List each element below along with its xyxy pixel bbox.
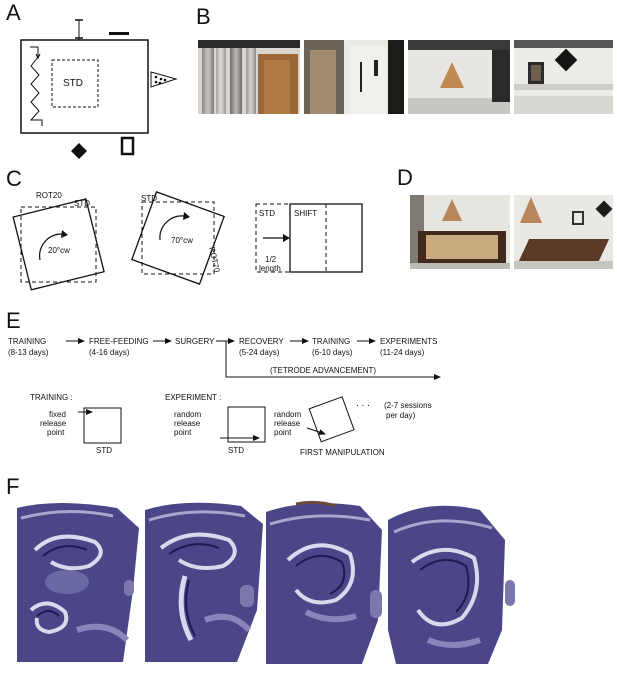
sessions-label-1: (2-7 sessions — [384, 401, 432, 410]
shift-length-word: length — [259, 264, 281, 273]
arena-photo-2 — [514, 195, 613, 269]
experiment-heading: EXPERIMENT : — [165, 393, 222, 402]
timeline-duration-4: (5-24 days) — [239, 348, 280, 357]
panel-c-diagrams — [12, 191, 363, 291]
histology-section-1 — [17, 500, 139, 662]
histology-section-3 — [266, 500, 382, 664]
training-heading: TRAINING : — [30, 393, 73, 402]
timeline-duration-5: (6-10 days) — [312, 348, 353, 357]
timeline-duration-2: (4-16 days) — [89, 348, 130, 357]
tissue-fragment — [124, 580, 134, 596]
shift-std-label: STD — [259, 209, 275, 218]
rot70-std-label: STD — [141, 194, 157, 203]
training-release-3: point — [47, 428, 65, 437]
experiment-release2-1: random — [274, 410, 302, 419]
panel-label-e: E — [6, 308, 21, 333]
arena-photo-1 — [410, 195, 510, 269]
room-photo-2 — [304, 40, 404, 114]
tissue-fragment — [240, 585, 254, 607]
rot20-std-label: STD — [74, 199, 90, 208]
histology-section-2 — [145, 500, 263, 662]
rot20-label: ROT20 — [36, 191, 62, 200]
rot20-angle-label: 20°cw — [48, 246, 70, 255]
training-release-1: fixed — [49, 410, 66, 419]
rectangle-cue-icon — [120, 136, 135, 156]
tissue-fragment — [370, 590, 382, 618]
experiment-release2-3: point — [274, 428, 292, 437]
training-release-2: release — [40, 419, 67, 428]
room-photo-4 — [514, 40, 613, 114]
zigzag-path — [29, 46, 43, 126]
continuation-dots: . . . — [356, 398, 370, 409]
timeline-title-4: RECOVERY — [239, 337, 284, 346]
first-manipulation-label: FIRST MANIPULATION — [300, 448, 385, 457]
experiment-release1-3: point — [174, 428, 192, 437]
timeline-title-1: TRAINING — [8, 337, 47, 346]
panel-label-f: F — [6, 474, 20, 499]
timeline-duration-6: (11-24 days) — [380, 348, 425, 357]
shift-label: SHIFT — [294, 209, 318, 218]
timeline-title-6: EXPERIMENTS — [380, 337, 438, 346]
sessions-label-2: per day) — [386, 411, 416, 420]
rot20-diagram — [12, 198, 105, 291]
panel-label-b: B — [196, 4, 211, 29]
experiment-release2-2: release — [274, 419, 301, 428]
timeline-title-3: SURGERY — [175, 337, 215, 346]
experiment-release1-1: random — [174, 410, 202, 419]
timeline-title-2: FREE-FEEDING — [89, 337, 149, 346]
arena-outline — [20, 39, 149, 134]
panel-label-a: A — [6, 0, 21, 25]
shift-length-num: 1/2 — [265, 255, 277, 264]
panel-e-arrows — [66, 338, 441, 444]
std-label-a: STD — [63, 78, 83, 89]
room-photo-1 — [198, 40, 300, 114]
panel-label-c: C — [6, 166, 22, 191]
rot70-diagram — [131, 191, 225, 285]
shift-diagram — [255, 203, 363, 273]
bar-cue — [109, 32, 129, 35]
panel-a-diagram — [20, 19, 178, 159]
path-arrow-icon — [35, 53, 41, 60]
panel-label-d: D — [397, 165, 413, 190]
tissue-fragment — [505, 580, 515, 606]
triangle-cue-icon — [150, 71, 178, 88]
std-region — [51, 59, 99, 108]
training-std-label: STD — [96, 446, 112, 455]
timeline-duration-1: (8-13 days) — [8, 348, 49, 357]
histology-section-4 — [388, 500, 505, 664]
tetrode-advancement-label: (TETRODE ADVANCEMENT) — [270, 366, 377, 375]
room-photo-3 — [408, 40, 510, 114]
diamond-cue-icon — [71, 143, 87, 159]
timeline-title-5: TRAINING — [312, 337, 351, 346]
rot70-angle-label: 70°cw — [171, 236, 193, 245]
experiment-std-label: STD — [228, 446, 244, 455]
experiment-release1-2: release — [174, 419, 201, 428]
